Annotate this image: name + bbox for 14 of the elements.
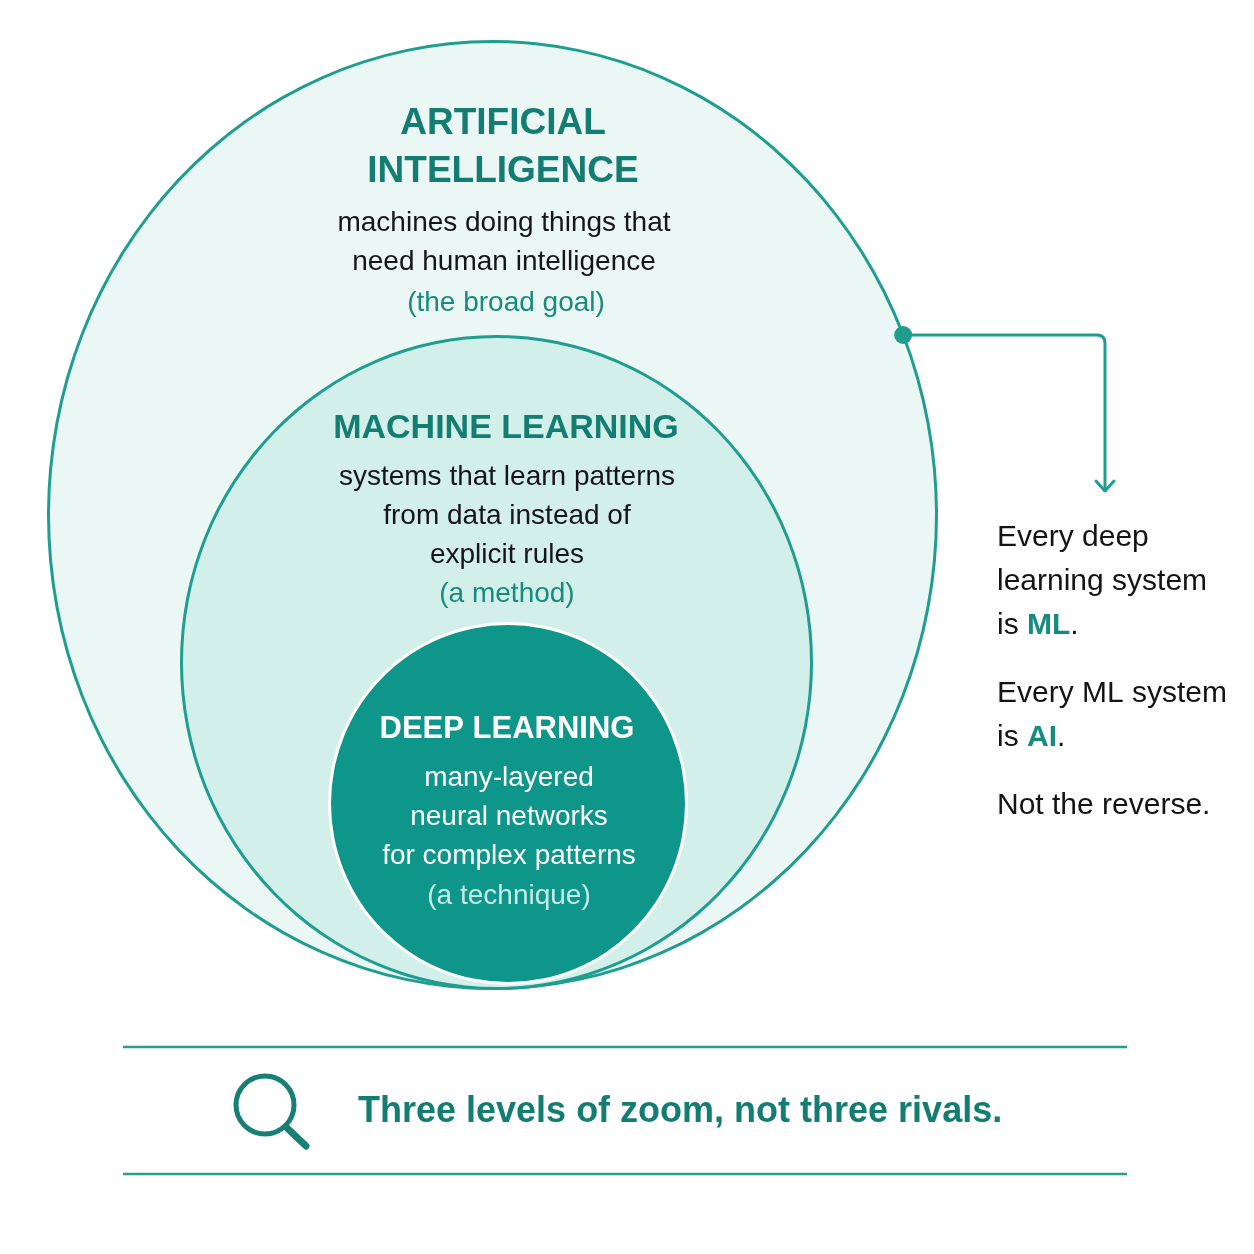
set-note: (a technique) xyxy=(426,878,592,912)
set-title: DEEP LEARNING xyxy=(378,709,636,747)
statement-text: Every deep learning system is ML. xyxy=(997,518,1209,642)
set-description: many-layered neural networks for complex patterns xyxy=(381,760,637,872)
set-note: (a method) xyxy=(438,576,576,610)
set-description: systems that learn patterns from data instead of explicit rules xyxy=(337,459,677,571)
set-title: ARTIFICIAL INTELLIGENCE xyxy=(366,100,640,192)
statement-text: Not the reverse. xyxy=(997,786,1212,822)
set-title: MACHINE LEARNING xyxy=(332,406,680,447)
statement-text: Every ML system is AI. xyxy=(997,674,1229,754)
set-note: (the broad goal) xyxy=(406,285,606,319)
set-description: machines doing things that need human intelligence xyxy=(336,205,672,278)
tagline-text: Three levels of zoom, not three rivals. xyxy=(358,1088,1003,1132)
connector-arrow xyxy=(894,326,1116,493)
